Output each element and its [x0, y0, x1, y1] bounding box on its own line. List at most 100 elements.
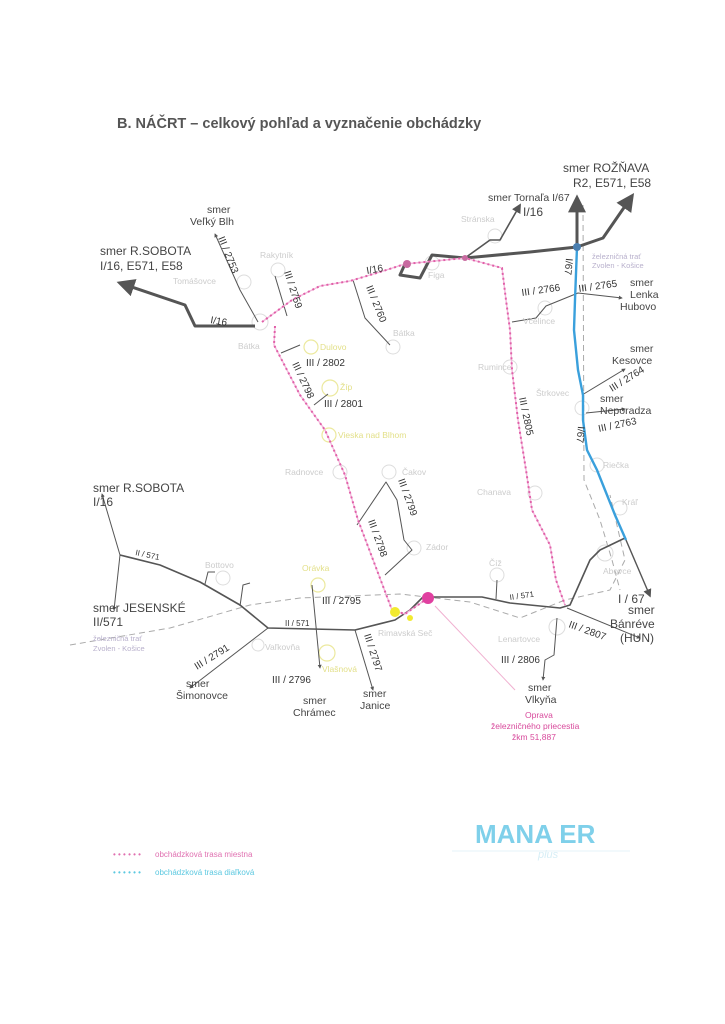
road-2766: III / 2766 — [521, 283, 562, 299]
road-2753: III / 2753 — [215, 235, 240, 276]
place-cakov: Čakov — [402, 467, 427, 477]
label-kesovce: smer — [630, 343, 654, 355]
label-vlkyna-name: Vlkyňa — [525, 694, 557, 706]
road-number-labels: I/16 I/16 III / 2753 III / 2759 III / 27… — [135, 235, 647, 686]
road-ii571-east: II / 571 — [509, 590, 535, 602]
place-vcelince: Včelince — [523, 316, 555, 326]
legend-long-swatch: • • • • • • — [113, 868, 141, 877]
label-janice: smer — [363, 688, 387, 700]
label-rsobota-south: smer R.SOBOTA — [93, 481, 184, 495]
place-bottovo: Bottovo — [205, 560, 234, 570]
annotation-title: Oprava — [525, 710, 553, 720]
label-lenka: smer — [630, 277, 654, 289]
label-banreve-name: Bánréve — [610, 617, 655, 631]
manager-plus-logo: MANA ER plus — [452, 819, 630, 861]
road-2763: III / 2763 — [597, 416, 638, 435]
place-radnovce: Radnovce — [285, 467, 324, 477]
legend-local-swatch: • • • • • • — [113, 850, 141, 859]
railway-labels: železničná trať Zvolen - Košice železnič… — [93, 252, 644, 653]
label-neporadza-name: Neporadza — [600, 405, 652, 417]
road-2797: III / 2797 — [361, 633, 384, 674]
label-rsobota-south-road: I/16 — [93, 495, 113, 509]
long-detour-route — [572, 243, 628, 541]
label-lenka-name: Lenka — [630, 289, 659, 301]
label-vlkyna: smer — [528, 682, 552, 694]
road-2805: III / 2805 — [516, 396, 535, 437]
place-zador: Zádor — [426, 542, 448, 552]
legend: • • • • • • obchádzková trasa miestna • … — [113, 850, 255, 877]
railway-label-west-route: Zvolen - Košice — [93, 644, 145, 653]
place-stranska: Stránska — [461, 214, 495, 224]
place-lenartovce: Lenartovce — [498, 634, 540, 644]
place-batka-east: Bátka — [393, 328, 415, 338]
label-i67-south: I / 67 — [618, 592, 645, 606]
label-chramec-name: Chrámec — [293, 707, 336, 719]
direction-labels: smer ROŽŇAVA R2, E571, E58 smer Tornaľa … — [93, 160, 659, 719]
place-valkovna: Vaľkovňa — [265, 642, 300, 652]
label-tornala-road: I/16 — [523, 205, 543, 219]
place-riecka: Riečka — [603, 460, 629, 470]
road-2765: III / 2765 — [578, 279, 619, 295]
crossing-repair-annotation: Oprava železničného priecestia žkm 51,88… — [491, 710, 580, 742]
label-simonovce-name: Šimonovce — [176, 689, 228, 702]
label-jesenske-road: II/571 — [93, 615, 123, 629]
label-neporadza: smer — [600, 393, 624, 405]
road-2798-south: III / 2798 — [365, 518, 389, 559]
place-abovce: Abovce — [603, 566, 632, 576]
railway-lines — [69, 204, 626, 646]
label-velky-blh-name: Veľký Blh — [190, 216, 234, 228]
place-vieska: Vieska nad Blhom — [338, 430, 406, 440]
railway-label-north-route: Zvolen - Košice — [592, 261, 644, 270]
label-hubovo: Hubovo — [620, 301, 656, 313]
label-kesovce-name: Kesovce — [612, 355, 652, 367]
label-roznava-roads: R2, E571, E58 — [573, 176, 651, 190]
road-2806: III / 2806 — [501, 655, 540, 666]
place-figa: Figa — [428, 270, 445, 280]
legend-long-label: obchádzková trasa diaľková — [155, 868, 255, 877]
label-rsobota-north: smer R.SOBOTA — [100, 244, 191, 258]
railway-label-west: železničná trať — [93, 634, 142, 643]
place-rimavska-sec: Rimavská Seč — [378, 628, 433, 638]
place-rakytnik: Rakytník — [260, 250, 294, 260]
road-2760: III / 2760 — [363, 284, 388, 325]
place-tomasovce: Tomášovce — [173, 276, 216, 286]
railway-crossing-marker — [422, 592, 434, 604]
annotation-km: žkm 51,887 — [512, 732, 556, 742]
road-ii571-middle: II / 571 — [285, 619, 310, 628]
place-vlasnova: Vlašnová — [322, 664, 357, 674]
logo-subtext: plus — [537, 849, 559, 861]
railway-label-north: železničná trať — [592, 252, 641, 261]
place-zip: Žíp — [340, 382, 353, 392]
road-2759: III / 2759 — [281, 270, 304, 311]
label-rsobota-north-roads: I/16, E571, E58 — [100, 259, 183, 273]
label-simonovce: smer — [186, 678, 210, 690]
annotation-text: železničného priecestia — [491, 721, 580, 731]
place-markers — [215, 228, 628, 662]
label-banreve-country: (HUN) — [620, 631, 654, 645]
place-ciz: Číž — [489, 558, 502, 568]
road-2764: III / 2764 — [608, 364, 647, 394]
label-tornala: smer Tornaľa I/67 — [488, 192, 570, 204]
road-2796: III / 2796 — [272, 675, 311, 686]
road-2795: III / 2795 — [322, 596, 361, 607]
road-i16-east: I/16 — [366, 263, 385, 277]
place-strkovec: Štrkovec — [536, 388, 570, 398]
legend-local-label: obchádzková trasa miestna — [155, 850, 253, 859]
label-banreve: smer — [628, 603, 655, 617]
label-chramec: smer — [303, 695, 327, 707]
logo-text: MANA ER — [475, 819, 596, 849]
place-oravka: Orávka — [302, 563, 330, 573]
label-velky-blh: smer — [207, 204, 231, 216]
label-janice-name: Janice — [360, 700, 391, 712]
place-batka: Bátka — [238, 341, 260, 351]
place-chanava: Chanava — [477, 487, 511, 497]
road-i67-south: I/67 — [574, 426, 586, 444]
road-i67-north: I/67 — [562, 258, 574, 276]
place-rumince: Rumince — [478, 362, 512, 372]
local-detour-route — [261, 255, 566, 691]
road-2807: III / 2807 — [567, 619, 608, 643]
place-dulovo: Dulovo — [320, 342, 347, 352]
place-kral: Kráľ — [622, 497, 638, 507]
label-jesenske: smer JESENSKÉ — [93, 600, 186, 615]
